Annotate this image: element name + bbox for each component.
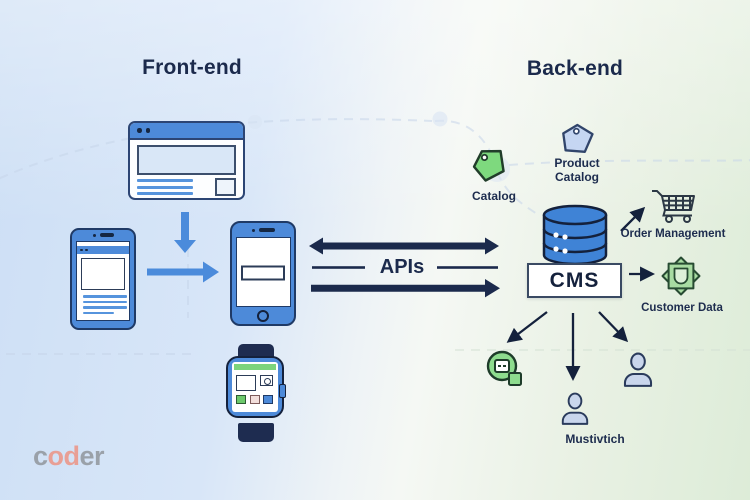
smartwatch-icon: [222, 344, 290, 442]
backend-title: Back-end: [526, 57, 624, 80]
cms-box: CMS: [527, 263, 622, 298]
browser-text-lines: [137, 179, 193, 198]
logo-part-1: c: [33, 441, 48, 471]
person-icon-right: [621, 351, 655, 394]
module-icon: [485, 349, 527, 396]
person-icon: [559, 392, 591, 431]
browser-thumb-block: [215, 178, 236, 196]
person-label: Mustivtich: [565, 432, 625, 446]
browser-hero-block: [137, 145, 236, 175]
smartphone-icon: [230, 221, 296, 326]
customer-data-label: Customer Data: [641, 302, 723, 314]
phone-button-block: [241, 265, 285, 281]
tablet-icon: [70, 228, 136, 330]
order-management-label: Order Management: [620, 228, 726, 240]
browser-window-icon: [128, 121, 245, 200]
customer-data-badge-icon: [660, 255, 702, 302]
device-flow-arrows: [147, 212, 219, 283]
coder-logo: coder: [33, 441, 105, 472]
product-catalog-tag-icon: [552, 118, 599, 169]
catalog-label: Catalog: [471, 189, 516, 203]
logo-part-3: er: [79, 441, 105, 471]
apis-label: APIs: [379, 256, 425, 278]
cart-icon: [650, 188, 698, 229]
database-icon: [539, 203, 611, 274]
frontend-title: Front-end: [142, 56, 242, 79]
logo-part-2: od: [47, 441, 81, 471]
phone-home-button: [257, 310, 269, 322]
product-catalog-label: Product Catalog: [554, 156, 600, 185]
browser-title-bar: [130, 123, 243, 140]
catalog-tag-icon: [465, 141, 517, 196]
